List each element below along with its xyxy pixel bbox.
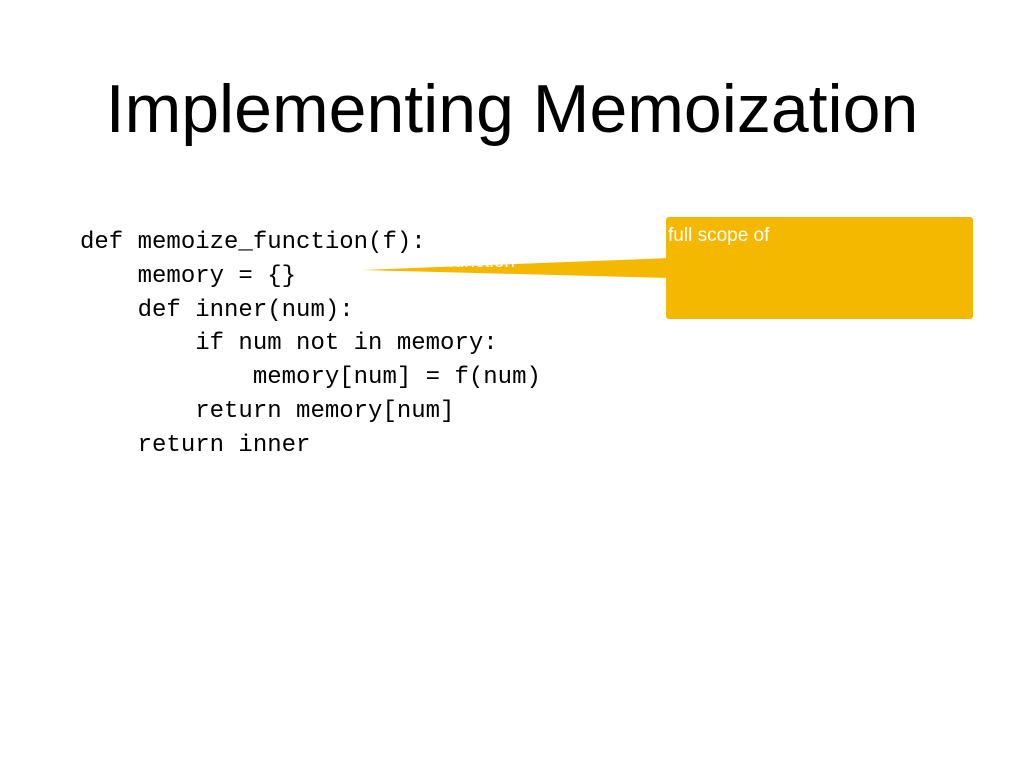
code-line: memory = {} [80, 262, 297, 290]
callout-text: full scope of [668, 225, 770, 246]
code-line: def inner(num): [80, 296, 354, 324]
callout-box [666, 217, 973, 319]
slide-title: Implementing Memoization [105, 71, 919, 147]
callout-pointer-text: memoize function [366, 251, 515, 272]
code-block: def memoize_function(f): memory = {} def… [80, 226, 541, 463]
code-line: memory[num] = f(num) [80, 364, 541, 392]
code-line: def memoize_function(f): [80, 229, 426, 256]
code-line: if num not in memory: [80, 330, 498, 358]
code-line: return memory[num] [80, 397, 455, 425]
code-line: return inner [80, 431, 311, 459]
callout-pointer-shape [362, 258, 670, 278]
